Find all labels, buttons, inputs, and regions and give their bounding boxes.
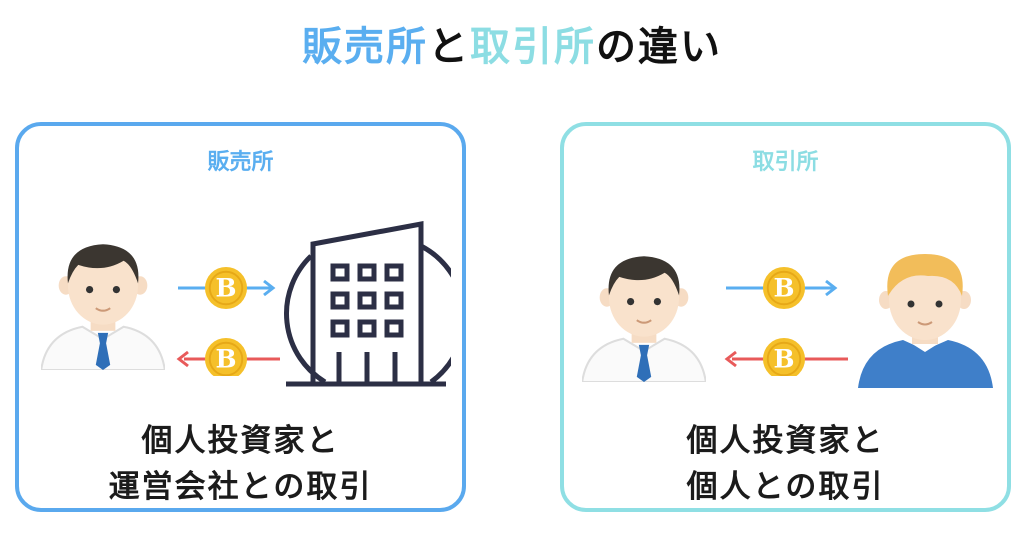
title-hanbaijo: 販売所	[302, 24, 428, 70]
caption-line-1: 個人投資家と	[686, 423, 885, 459]
individual-investor-icon	[582, 248, 706, 382]
hanbaijo-caption: 個人投資家と 運営会社との取引	[19, 418, 462, 510]
caption-line-2: 運営会社との取引	[108, 469, 373, 505]
torihikijo-caption: 個人投資家と 個人との取引	[564, 418, 1007, 510]
title-no-chigai: の違い	[596, 24, 722, 70]
page-title: 販売所と取引所の違い	[0, 14, 1024, 72]
caption-line-2: 個人との取引	[686, 469, 885, 505]
exchange-arrows-icon	[724, 266, 848, 376]
panel-title: 販売所	[207, 150, 274, 175]
individual-investor-icon	[41, 236, 165, 370]
caption-line-1: 個人投資家と	[141, 423, 340, 459]
title-to: と	[428, 24, 470, 70]
torihikijo-panel: 取引所 個人投資家と 個人との取引	[560, 122, 1011, 512]
panel-title: 取引所	[752, 150, 819, 175]
title-torihikijo: 取引所	[470, 24, 596, 70]
hanbaijo-panel: 販売所 個人投資家と 運営会社との取引	[15, 122, 466, 512]
company-building-icon	[284, 220, 451, 387]
other-individual-icon	[858, 254, 993, 388]
exchange-arrows-icon	[176, 266, 280, 376]
